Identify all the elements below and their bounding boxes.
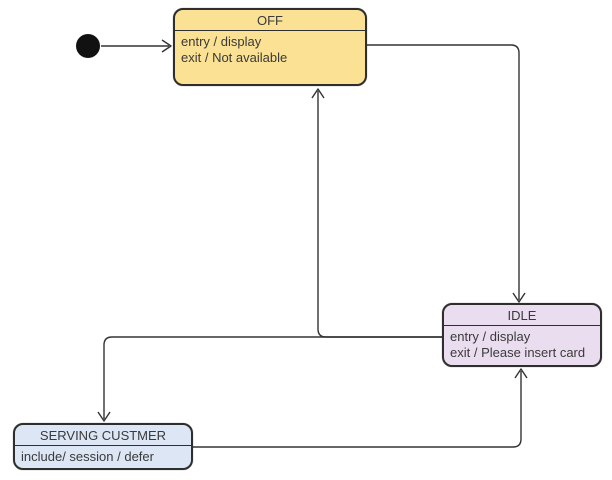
- arrowhead-icon: [161, 39, 172, 53]
- transition-idle-to-serving[interactable]: [97, 336, 442, 422]
- arrowhead-icon: [311, 88, 325, 99]
- transition-off-to-idle[interactable]: [367, 44, 526, 303]
- state-off-exit-action: exit / Not available: [181, 50, 288, 65]
- initial-state-dot[interactable]: [76, 34, 100, 58]
- transition-line: [103, 336, 442, 419]
- transition-serving-to-idle[interactable]: [193, 368, 528, 448]
- arrowhead-icon: [514, 368, 528, 379]
- state-serving-custmer[interactable]: SERVING CUSTMER include/ session / defer: [13, 423, 193, 470]
- state-idle[interactable]: IDLE entry / display exit / Please inser…: [442, 303, 602, 367]
- state-off-entry-action: entry / display: [181, 34, 262, 49]
- transition-line: [193, 371, 522, 448]
- state-serving-custmer-title: SERVING CUSTMER: [15, 425, 191, 446]
- state-off-body: entry / display exit / Not available: [175, 31, 365, 69]
- state-idle-exit-action: exit / Please insert card: [450, 345, 586, 360]
- transition-line: [367, 44, 520, 300]
- arrowhead-icon: [512, 292, 526, 303]
- state-serving-custmer-action: include/ session / defer: [21, 449, 154, 464]
- state-idle-entry-action: entry / display: [450, 329, 531, 344]
- state-off[interactable]: OFF entry / display exit / Not available: [173, 8, 367, 86]
- arrowhead-icon: [97, 411, 111, 422]
- transition-line: [317, 91, 442, 338]
- transition-idle-to-off[interactable]: [311, 88, 442, 338]
- state-serving-custmer-body: include/ session / defer: [15, 446, 191, 468]
- state-idle-title: IDLE: [444, 305, 600, 326]
- state-off-title: OFF: [175, 10, 365, 31]
- transition-initial-to-off[interactable]: [101, 39, 172, 53]
- state-idle-body: entry / display exit / Please insert car…: [444, 326, 600, 364]
